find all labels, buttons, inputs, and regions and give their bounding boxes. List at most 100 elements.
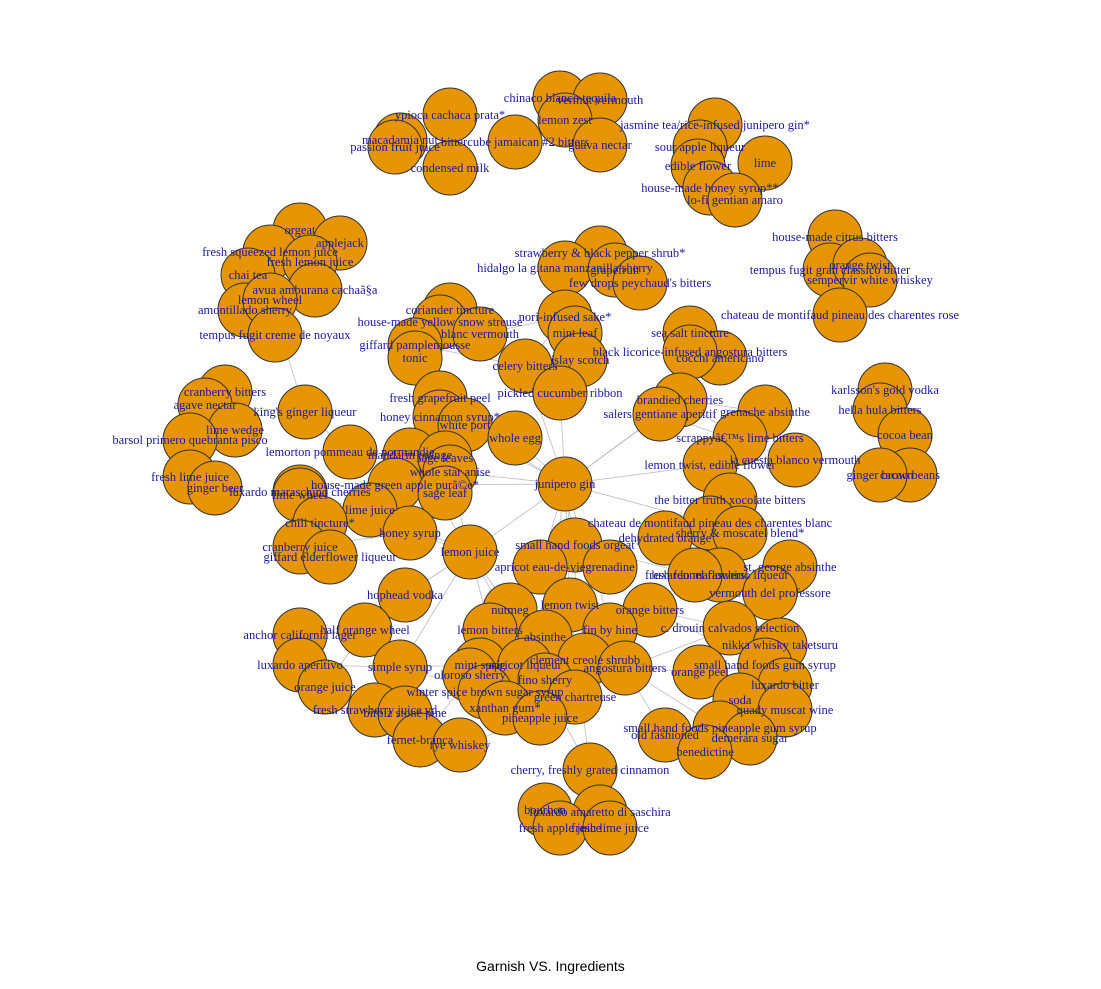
node-label: cranberry bitters [184, 385, 266, 399]
graph-node [277, 384, 333, 440]
node-label: strawberry & black pepper shrub* [515, 246, 686, 260]
node-label: apricot liqueur [488, 658, 562, 672]
node-label: nikka whisky taketsuru [722, 638, 839, 652]
node-label: orange bitters [616, 603, 685, 617]
node-label: orange peel [671, 665, 729, 679]
node-label: giffard elderflower liqueur [263, 550, 397, 564]
graph-node [597, 640, 653, 696]
node-label: avua amburana cachaã§a [253, 283, 378, 297]
node-label: blanc vermouth [441, 327, 520, 341]
graph-node [812, 287, 868, 343]
graph-node [612, 255, 668, 311]
graph-node [637, 510, 693, 566]
node-label: lo-fi gentian amaro [687, 193, 783, 207]
node-label: cocoa bean [877, 428, 934, 442]
node-label: fresh squeezed lemon juice [202, 245, 338, 259]
node-label: bourbon [524, 803, 566, 817]
node-label: cacao beans [880, 468, 940, 482]
node-label: luxardo bitter [751, 678, 820, 692]
node-label: benedictine [676, 745, 734, 759]
node-label: xanthan gum* [469, 701, 540, 715]
graph-node [632, 386, 688, 442]
node-label: angostura bitters [584, 661, 667, 675]
graph-node [537, 456, 593, 512]
node-label: chateau de montifaud pineau des charente… [721, 308, 960, 322]
node-label: hophead vodka [367, 588, 443, 602]
node-label: orgeat [284, 223, 316, 237]
node-label: passion fruit juice [350, 140, 440, 154]
graph-node [452, 306, 508, 362]
graph-node [417, 465, 473, 521]
node-label: orange twist [829, 258, 891, 272]
node-label: mint sprig [454, 658, 506, 672]
node-label: luxardo maraschino cherries [229, 485, 371, 499]
node-label: chai tea [229, 268, 268, 282]
node-label: c. drouin calvados selection [661, 621, 801, 635]
node-label: lime wedge [206, 423, 264, 437]
node-label: anchor california lager [243, 628, 357, 642]
node-label: fresh lime juice [151, 470, 229, 484]
node-label: sempervir white whiskey [807, 273, 933, 287]
node-label: chili tincture* [285, 516, 355, 530]
node-label: islay scotch [551, 353, 610, 367]
node-label: salers gentiane aperitif [603, 407, 717, 421]
node-label: guava nectar [568, 138, 632, 152]
node-label: jasmine tea/rice-infused junipero gin* [619, 118, 810, 132]
graph-node [852, 447, 908, 503]
node-label: chateau de montifaud pineau des charente… [588, 516, 833, 530]
node-label: birbiz stone pine [363, 706, 447, 720]
graph-node [337, 602, 393, 658]
node-label: grapefruit [590, 263, 640, 277]
node-label: chinaco blanco tequila [504, 91, 617, 105]
node-label: brandied cherries [637, 393, 724, 407]
node-label: lemon juice [441, 545, 500, 559]
node-label: hella hula bitters [838, 403, 921, 417]
graph-node [422, 140, 478, 196]
node-label: fresh fennel flowers [645, 568, 745, 582]
node-label: fresh apple juice [519, 821, 602, 835]
node-label: small hand foods orgeat [515, 538, 635, 552]
node-label: rye whiskey [430, 738, 491, 752]
node-label: luxardo maraschino liqueur [651, 568, 789, 582]
node-label: clement creole shrubb [530, 653, 640, 667]
node-label: fresh grapefruit peel [389, 391, 491, 405]
node-label: house-made yellow snow streuse [358, 315, 523, 329]
graph-node [737, 135, 793, 191]
node-label: applejack [316, 236, 365, 250]
node-label: demerara sugar [712, 731, 790, 745]
node-label: pineapple juice [502, 711, 578, 725]
graph-node [767, 432, 823, 488]
graph-node [487, 410, 543, 466]
node-label: green chartreuse [534, 690, 617, 704]
node-label: fresh lemon juice [267, 255, 354, 269]
node-label: agave nectar [174, 398, 238, 412]
node-label: simple syrup [368, 660, 432, 674]
node-label: absinthe [524, 630, 566, 644]
node-label: house-made green apple purã©e* [311, 478, 479, 492]
node-label: cocchi americano [676, 351, 764, 365]
graph-node [707, 172, 763, 228]
node-label: fresh strawberry juice vd [313, 703, 438, 717]
node-label: fin by hine [583, 623, 638, 637]
graph-node [512, 539, 568, 595]
node-label: lemon twist [541, 598, 600, 612]
node-label: king's ginger liqueur [254, 405, 358, 419]
node-label: oloroso sherry [434, 668, 507, 682]
node-label: half orange wheel [320, 623, 410, 637]
node-label: macadamia nut [362, 133, 439, 147]
node-label: edible flower [665, 159, 732, 173]
node-label: lemorton pommeau de normandie [265, 445, 435, 459]
graph-node [322, 424, 378, 480]
node-label: barsol primero quebranta pisco [112, 433, 267, 447]
graph-node [387, 330, 443, 386]
node-label: luxardo aperitivo [257, 658, 343, 672]
node-label: grenache absinthe [720, 405, 810, 419]
node-label: sage leaves [417, 451, 474, 465]
graph-node [512, 690, 568, 746]
node-label: apricot eau-de-vie [495, 560, 586, 574]
nodes-layer [162, 70, 938, 856]
node-label: dehydrated orange [619, 531, 712, 545]
node-label: sour apple liqueur [655, 140, 746, 154]
node-label: celery bitters [493, 359, 558, 373]
